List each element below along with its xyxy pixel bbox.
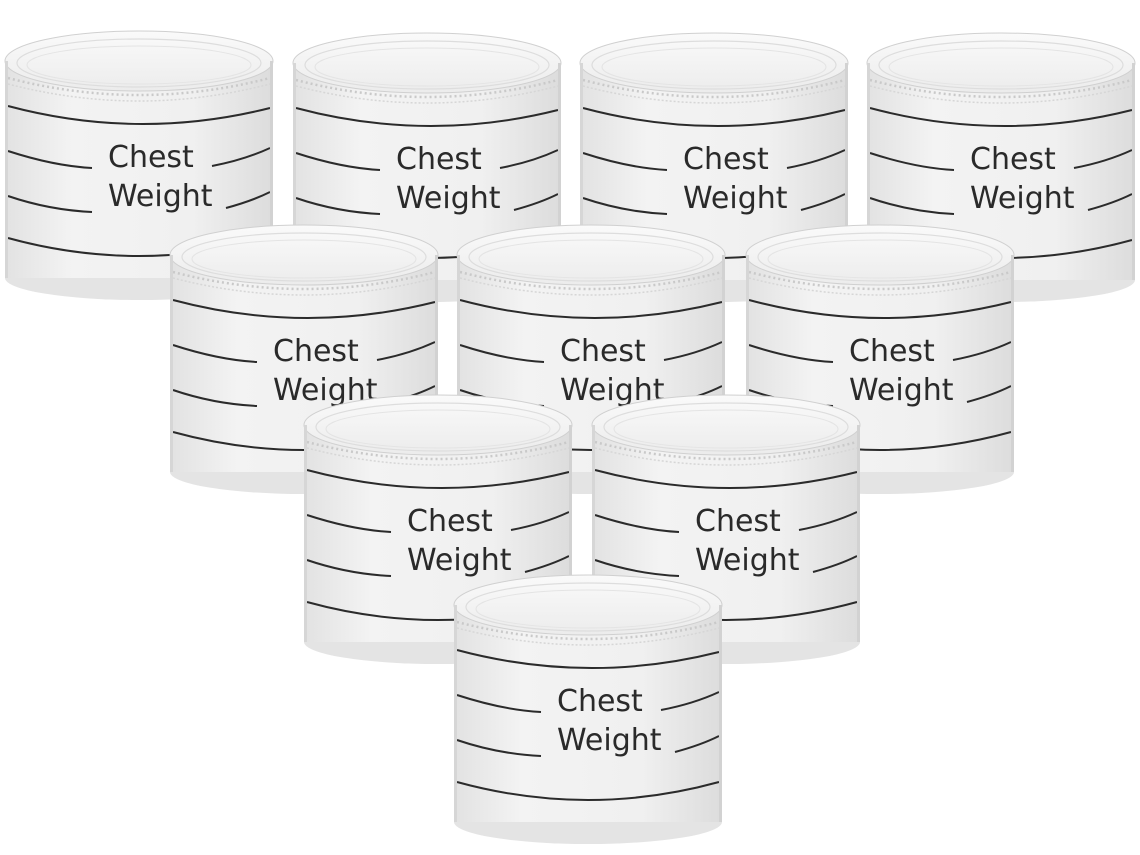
- tape-rolls: ChestWeightChestWeightChestWeightChestWe…: [3, 29, 1137, 846]
- label-chest: Chest: [695, 504, 781, 539]
- label-chest: Chest: [273, 334, 359, 369]
- label-weight: Weight: [695, 543, 800, 578]
- label-weight: Weight: [396, 181, 501, 216]
- label-weight: Weight: [683, 181, 788, 216]
- label-chest: Chest: [108, 140, 194, 175]
- label-weight: Weight: [108, 179, 213, 214]
- label-weight: Weight: [407, 543, 512, 578]
- label-chest: Chest: [396, 142, 482, 177]
- label-chest: Chest: [557, 684, 643, 719]
- label-chest: Chest: [849, 334, 935, 369]
- label-weight: Weight: [849, 373, 954, 408]
- label-chest: Chest: [560, 334, 646, 369]
- label-chest: Chest: [683, 142, 769, 177]
- label-chest: Chest: [970, 142, 1056, 177]
- label-weight: Weight: [557, 723, 662, 758]
- label-weight: Weight: [970, 181, 1075, 216]
- label-chest: Chest: [407, 504, 493, 539]
